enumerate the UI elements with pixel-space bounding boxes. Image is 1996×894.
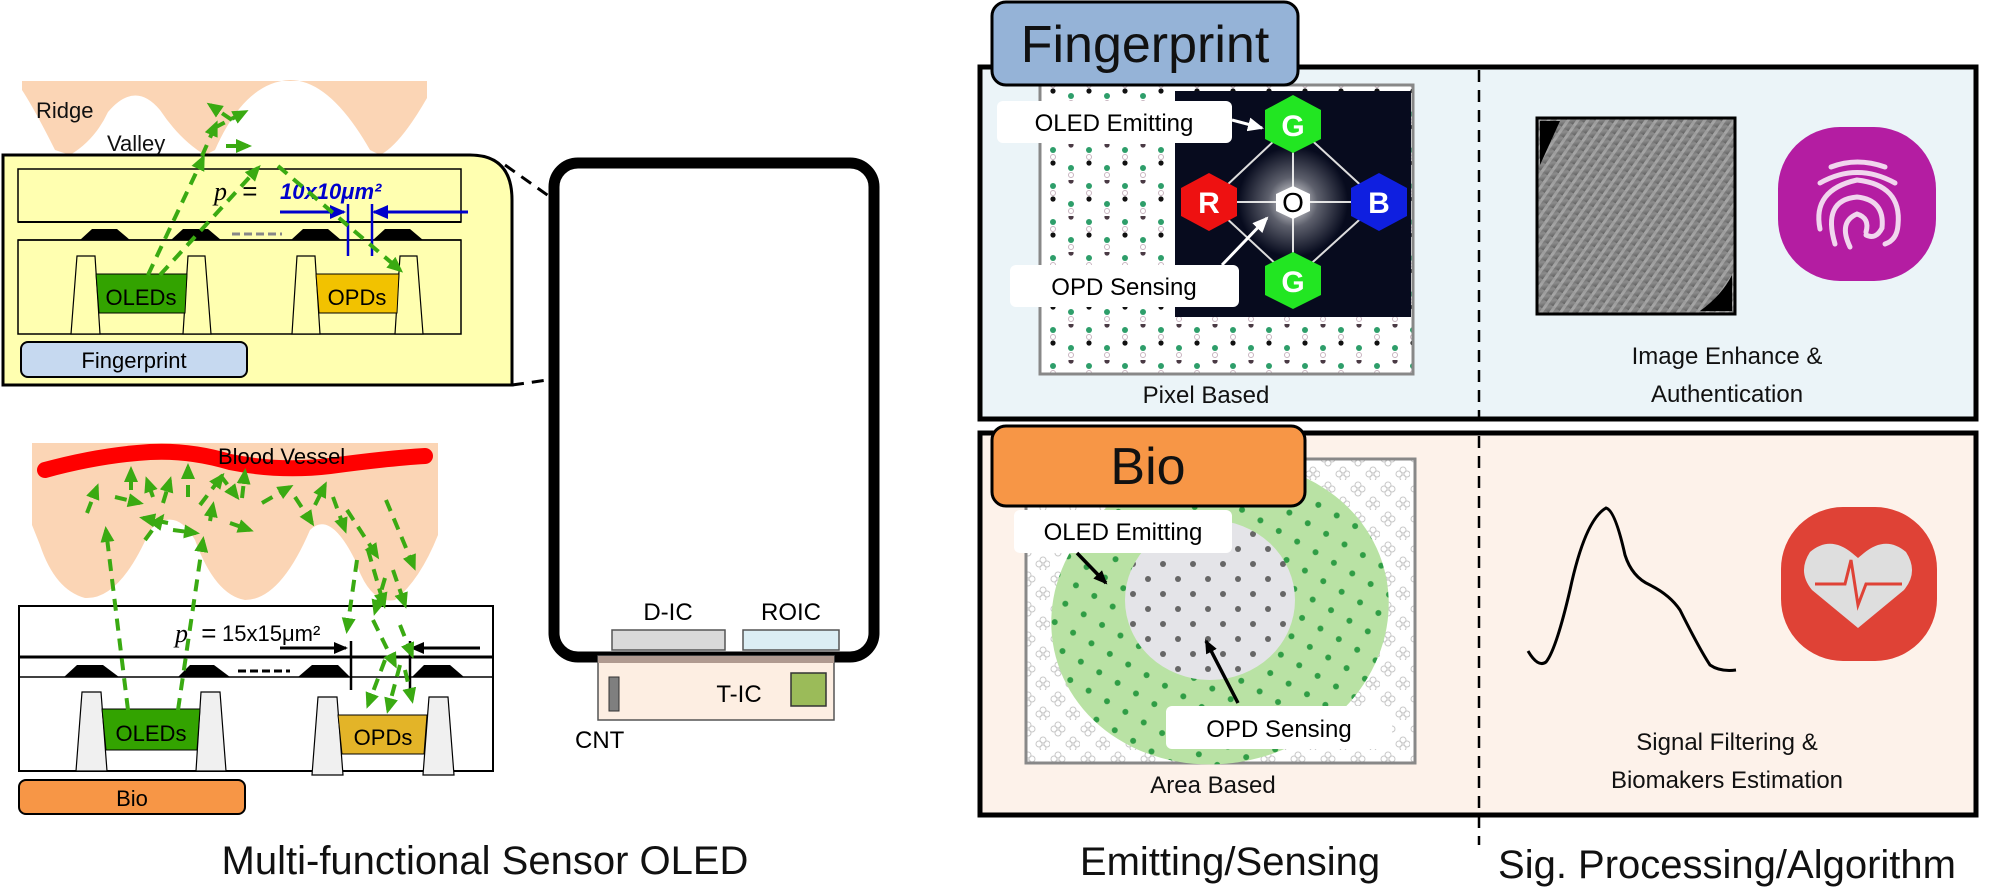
- light-paths: [85, 463, 417, 714]
- blood-vessel: [37, 443, 433, 478]
- opd-sensing-callout: [1010, 265, 1239, 307]
- bank: [75, 691, 108, 772]
- processing-caption: Image Enhance &: [1632, 343, 1823, 370]
- bank: [291, 255, 321, 335]
- svg-text:O: O: [1282, 187, 1304, 218]
- pitch-value: 15x15μm²: [222, 621, 320, 646]
- oled-emitting-callout: [1014, 510, 1232, 553]
- valley-label: Valley: [107, 131, 165, 156]
- bank: [422, 696, 455, 776]
- svg-text:OLED Emitting: OLED Emitting: [1044, 519, 1203, 546]
- fingerprint-panel-tab: [990, 0, 1300, 87]
- emitting-sensing-caption: Emitting/Sensing: [1080, 840, 1380, 884]
- bank: [70, 255, 101, 335]
- opd-sensing-area: [1125, 520, 1295, 680]
- oled-label: OLEDs: [106, 285, 177, 310]
- processing-caption: Biomakers Estimation: [1611, 767, 1843, 794]
- svg-text:R: R: [1198, 187, 1220, 220]
- bio-panel: OLED Emitting OPD Sensing Area Based Sig…: [977, 424, 1979, 845]
- subpixel-g-bottom: G: [1265, 252, 1321, 309]
- bio-tag: [18, 779, 246, 815]
- fingerprint-cross-section: Ridge Valley OLEDs OPDs p = 10x10μm²: [1, 80, 514, 387]
- phone-device: D-IC ROIC T-IC CNT: [548, 157, 880, 754]
- tft-bump: [298, 665, 350, 677]
- tft-bump: [80, 229, 130, 240]
- tft-bump: [373, 229, 423, 240]
- bank: [311, 696, 344, 776]
- opd-label: OPDs: [354, 725, 413, 750]
- processing-caption: Authentication: [1651, 381, 1803, 408]
- blood-vessel-label: Blood Vessel: [218, 444, 345, 469]
- cnt-connector: [608, 676, 620, 712]
- oled-label: OLEDs: [116, 721, 187, 746]
- phone-frame: [548, 157, 880, 663]
- bank: [195, 691, 227, 772]
- opd-pixel: [315, 273, 400, 314]
- svg-text:OPD Sensing: OPD Sensing: [1051, 274, 1196, 301]
- processing-caption: Signal Filtering &: [1636, 729, 1817, 756]
- finger-ridge-skin: [22, 80, 427, 155]
- tft-bump: [171, 229, 221, 240]
- pitch-label: p =: [173, 618, 216, 648]
- subpixel-r: R: [1181, 173, 1237, 231]
- bio-cross-section: Blood Vessel OLEDs OPDs p = 15x15μm²: [18, 443, 494, 815]
- ridge-label: Ridge: [36, 98, 93, 123]
- subpixel-b: B: [1351, 173, 1407, 231]
- fingerprint-panel: G R O B G OLED Emitting OPD Sensing Pixe…: [977, 0, 1979, 422]
- pixel-based-caption: Pixel Based: [1143, 382, 1270, 409]
- bio-panel-title: Bio: [1110, 438, 1185, 496]
- svg-text:B: B: [1368, 187, 1390, 220]
- bio-panel-tab: [990, 424, 1307, 508]
- fingerprint-tag: [20, 341, 248, 378]
- health-heart-icon: [1781, 507, 1937, 661]
- roic-label: ROIC: [761, 599, 821, 626]
- cnt-label: CNT: [575, 727, 625, 754]
- fingerprint-icon: [1778, 127, 1936, 281]
- svg-text:OPD Sensing: OPD Sensing: [1206, 716, 1351, 743]
- opd-pixel: [337, 714, 428, 755]
- bio-tag-label: Bio: [116, 786, 148, 811]
- oled-emitting-callout: [997, 101, 1232, 143]
- dic-chip: [611, 629, 726, 651]
- opd-label: OPDs: [328, 285, 387, 310]
- tic-chip: [790, 672, 827, 707]
- subpixel-opd: O: [1276, 186, 1310, 219]
- opd-sensing-callout: [1166, 706, 1392, 749]
- svg-text:G: G: [1281, 110, 1304, 143]
- left-caption: Multi-functional Sensor OLED: [222, 839, 749, 883]
- roic-chip: [742, 629, 840, 651]
- fingerprint-panel-title: Fingerprint: [1021, 16, 1270, 74]
- area-based-caption: Area Based: [1150, 772, 1275, 799]
- tft-bump: [178, 665, 230, 677]
- light-paths: [146, 102, 404, 277]
- svg-text:OLED Emitting: OLED Emitting: [1035, 110, 1194, 137]
- subpixel-g-top: G: [1265, 95, 1321, 153]
- oled-pixel: [95, 273, 188, 314]
- tft-bump: [412, 665, 464, 677]
- oled-pixel: [101, 708, 201, 751]
- tic-label: T-IC: [716, 681, 761, 708]
- ppg-signal-waveform: [1526, 506, 1737, 672]
- fingerprint-scan-image: [1535, 116, 1737, 316]
- fingerprint-tag-label: Fingerprint: [81, 348, 186, 373]
- tft-bump: [64, 665, 119, 677]
- dic-label: D-IC: [643, 599, 692, 626]
- tft-bump: [291, 229, 341, 240]
- processing-algorithm-caption: Sig. Processing/Algorithm: [1498, 843, 1956, 887]
- svg-text:G: G: [1281, 266, 1304, 299]
- tissue-skin: [32, 443, 438, 601]
